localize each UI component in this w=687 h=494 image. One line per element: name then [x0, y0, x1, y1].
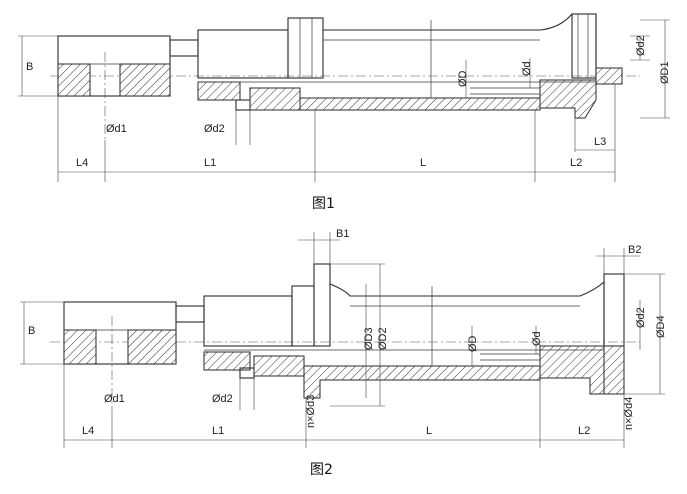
- fig2-label-B1: B1: [336, 228, 349, 240]
- lower-hatch-b: [249, 87, 301, 111]
- fig2-lower-hatch-b: [253, 355, 305, 377]
- fig2-left-hatch-b: [127, 329, 177, 365]
- lower-hatch-d: [539, 79, 597, 119]
- fig1-label-d2: Ød2: [204, 123, 225, 135]
- fig1-label-d1: Ød1: [106, 123, 127, 135]
- fig1-label-d2-top: Ød2: [635, 35, 647, 56]
- figure-1: B Ød1 Ød2 ØD Ød Ød2 ØD1 L4 L1 L L2 L3 图1: [18, 13, 671, 212]
- figure-2: B B1 B2 Ød1 Ød2 ØD3 ØD2 ØD Ød Ød2 ØD4 n×…: [20, 228, 667, 478]
- lower-hatch-a: [197, 81, 241, 101]
- fig2-label-d2: Ød2: [212, 393, 233, 405]
- fig1-label-D: ØD: [457, 70, 469, 87]
- fig2-lower-hatch-c: [303, 365, 541, 399]
- lower-hatch-c: [299, 97, 541, 111]
- fig2-label-n-d4: n×Ød4: [623, 397, 635, 430]
- fig1-label-L1: L1: [204, 157, 216, 169]
- fig1-label-L: L: [420, 157, 426, 169]
- fig2-label-n-d3: n×Ød3: [305, 395, 317, 428]
- fig1-label-B: B: [26, 61, 33, 73]
- fig2-flange-hatch: [603, 345, 625, 395]
- fig1-label-L3: L3: [594, 136, 606, 148]
- fig2-label-L2: L2: [578, 425, 590, 437]
- left-block-hatch-b: [119, 63, 171, 97]
- flange-hatch: [595, 67, 623, 85]
- fig2-label-L: L: [426, 425, 432, 437]
- fig2-label-D4: ØD4: [655, 315, 667, 338]
- fig2-left-hatch-a: [63, 329, 97, 365]
- fig1-label-L2: L2: [570, 157, 582, 169]
- figure-2-caption: 图2: [310, 462, 333, 478]
- fig2-label-B: B: [28, 325, 35, 337]
- fig2-lower-hatch-d: [539, 345, 605, 395]
- fig1-label-d: Ød: [521, 61, 533, 76]
- fig2-label-d2-right: Ød2: [635, 307, 647, 328]
- fig2-label-d: Ød: [531, 331, 543, 346]
- fig2-label-L4: L4: [82, 425, 94, 437]
- fig2-label-L1: L1: [212, 425, 224, 437]
- fig2-label-D3: ØD3: [363, 327, 375, 350]
- fig2-lower-hatch-a: [203, 351, 251, 371]
- fig1-label-D1: ØD1: [659, 61, 671, 84]
- fig2-label-B2: B2: [628, 244, 641, 256]
- fig2-label-D2: ØD2: [377, 327, 389, 350]
- fig2-label-D: ØD: [467, 335, 479, 352]
- fig2-label-d1: Ød1: [104, 393, 125, 405]
- left-block-hatch-a: [57, 63, 91, 97]
- figure-1-caption: 图1: [312, 196, 335, 212]
- fig1-label-L4: L4: [76, 157, 88, 169]
